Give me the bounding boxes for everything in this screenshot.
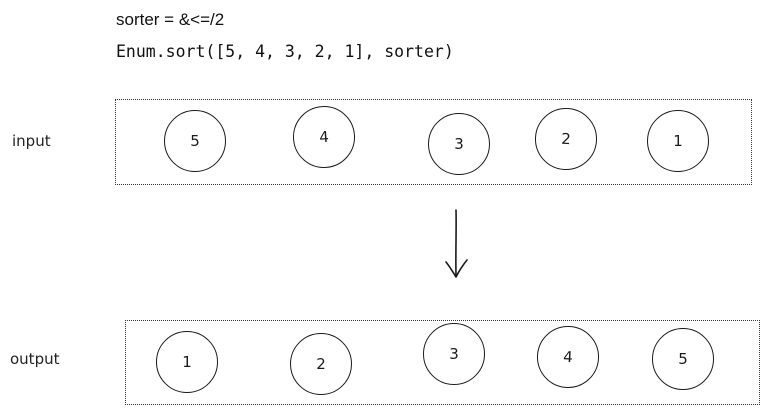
output-item-value: 1 [182, 353, 192, 371]
output-item-value: 3 [449, 345, 459, 363]
input-row-box [115, 99, 752, 185]
input-item-value: 5 [190, 132, 200, 150]
output-item-value: 4 [562, 347, 574, 367]
output-item-value: 2 [316, 355, 326, 373]
output-item-value: 5 [678, 350, 688, 368]
input-label: input [12, 132, 51, 150]
output-item: 2 [290, 333, 352, 395]
down-arrow-icon [445, 209, 468, 278]
sorter-definition: sorter = &<=/2 [116, 10, 225, 29]
output-item: 5 [652, 328, 714, 390]
output-item: 3 [423, 323, 485, 385]
input-item: 5 [164, 110, 226, 172]
input-item: 3 [428, 113, 490, 175]
input-item-value: 4 [318, 127, 330, 147]
input-item-value: 2 [560, 129, 572, 149]
output-item: 1 [156, 331, 218, 393]
input-item: 1 [647, 110, 709, 172]
sort-call: Enum.sort([5, 4, 3, 2, 1], sorter) [116, 42, 454, 61]
input-item-value: 1 [673, 132, 683, 150]
input-item-value: 3 [454, 135, 464, 153]
output-row-box [125, 320, 760, 405]
output-label: output [10, 350, 60, 368]
